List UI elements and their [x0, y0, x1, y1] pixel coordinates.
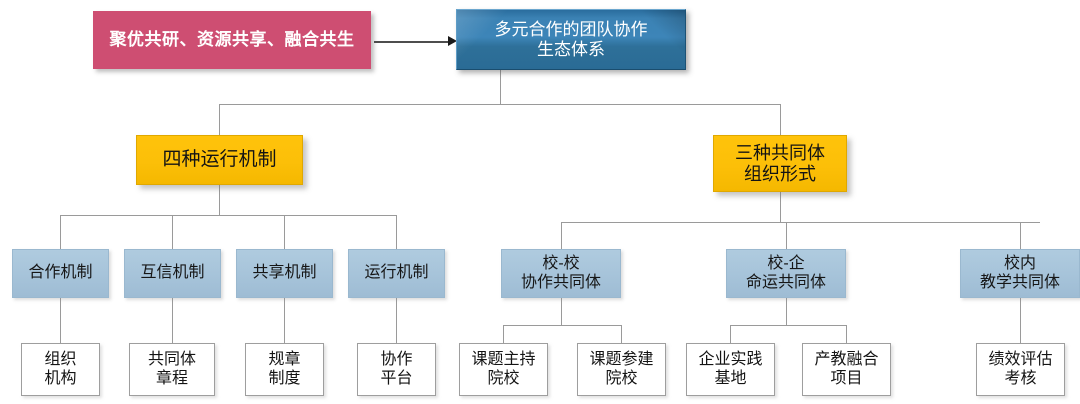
connector-branch2-down: [780, 104, 781, 135]
sub-node-1-1: 合作机制: [12, 249, 109, 298]
connector-b2-c1-bar: [503, 325, 621, 326]
title-banner-label: 聚优共研、资源共享、融合共生: [109, 30, 355, 50]
connector-branch1-down: [219, 104, 220, 135]
connector-b2-c2: [786, 222, 787, 249]
connector-branch2-bar: [561, 222, 1040, 223]
leaf-node-2-2-1-label: 企业实践 基地: [698, 351, 763, 387]
root-node: 多元合作的团队协作 生态体系: [456, 9, 686, 70]
arrow-head-banner-to-root: [448, 36, 457, 46]
leaf-node-2-3-1: 绩效评估 考核: [976, 343, 1065, 396]
sub-node-2-1-label: 校-校 协作共同体: [520, 255, 601, 291]
connector-b2-c3-leaf: [1020, 298, 1021, 343]
leaf-node-2-1-2-label: 课题参建 院校: [589, 351, 654, 387]
connector-b2-c1-stem: [561, 298, 562, 325]
arrow-shaft-banner-to-root: [374, 41, 450, 43]
leaf-node-2-2-2: 产教融合 项目: [802, 343, 891, 396]
connector-b1-c2-leaf: [172, 298, 173, 343]
connector-b2-c2-leaf1: [730, 325, 731, 343]
leaf-node-1-4-1-label: 协作 平台: [380, 351, 413, 387]
leaf-node-2-1-1-label: 课题主持 院校: [471, 351, 536, 387]
sub-node-1-2-label: 互信机制: [140, 264, 205, 282]
connector-branch1-stem: [219, 185, 220, 215]
connector-b1-c4: [396, 215, 397, 249]
leaf-node-1-2-1-label: 共同体 章程: [147, 351, 196, 387]
leaf-node-2-2-2-label: 产教融合 项目: [814, 351, 879, 387]
connector-b2-c1-leaf1: [503, 325, 504, 343]
sub-node-2-2: 校-企 命运共同体: [726, 249, 846, 298]
leaf-node-2-1-2: 课题参建 院校: [577, 343, 666, 396]
sub-node-1-1-label: 合作机制: [28, 264, 93, 282]
connector-b2-c2-bar: [730, 325, 846, 326]
sub-node-1-2: 互信机制: [124, 249, 221, 298]
title-banner: 聚优共研、资源共享、融合共生: [93, 11, 371, 69]
sub-node-2-2-label: 校-企 命运共同体: [745, 255, 826, 291]
connector-b2-c3: [1020, 222, 1021, 249]
sub-node-2-1: 校-校 协作共同体: [501, 249, 621, 298]
sub-node-1-3-label: 共享机制: [252, 264, 317, 282]
branch-node-2-label: 三种共同体 组织形式: [735, 142, 825, 184]
sub-node-2-3-label: 校内 教学共同体: [979, 255, 1060, 291]
connector-level1-bar: [219, 104, 781, 105]
branch-node-1-label: 四种运行机制: [162, 149, 277, 171]
leaf-node-1-1-1-label: 组织 机构: [44, 351, 77, 387]
connector-b1-c1: [60, 215, 61, 249]
leaf-node-1-1-1: 组织 机构: [21, 343, 100, 396]
connector-b1-c2: [172, 215, 173, 249]
leaf-node-1-2-1: 共同体 章程: [129, 343, 215, 396]
branch-node-2: 三种共同体 组织形式: [713, 135, 847, 192]
branch-node-1: 四种运行机制: [136, 135, 303, 185]
sub-node-1-4-label: 运行机制: [364, 264, 429, 282]
connector-branch1-bar: [60, 215, 396, 216]
leaf-node-2-3-1-label: 绩效评估 考核: [988, 351, 1053, 387]
connector-root-down: [500, 70, 501, 104]
connector-b1-c3: [284, 215, 285, 249]
connector-b2-c2-leaf2: [846, 325, 847, 343]
connector-b2-c2-stem: [786, 298, 787, 325]
connector-b2-c1: [561, 222, 562, 249]
connector-branch2-stem: [780, 192, 781, 222]
sub-node-1-4: 运行机制: [348, 249, 445, 298]
sub-node-1-3: 共享机制: [236, 249, 333, 298]
leaf-node-1-3-1: 规章 制度: [245, 343, 324, 396]
connector-b1-c4-leaf: [396, 298, 397, 343]
connector-b1-c1-leaf: [60, 298, 61, 343]
connector-b1-c3-leaf: [284, 298, 285, 343]
leaf-node-2-1-1: 课题主持 院校: [459, 343, 548, 396]
root-node-label: 多元合作的团队协作 生态体系: [494, 19, 648, 59]
leaf-node-1-3-1-label: 规章 制度: [268, 351, 301, 387]
sub-node-2-3: 校内 教学共同体: [960, 249, 1080, 298]
leaf-node-1-4-1: 协作 平台: [357, 343, 436, 396]
leaf-node-2-2-1: 企业实践 基地: [686, 343, 775, 396]
connector-b2-c1-leaf2: [621, 325, 622, 343]
